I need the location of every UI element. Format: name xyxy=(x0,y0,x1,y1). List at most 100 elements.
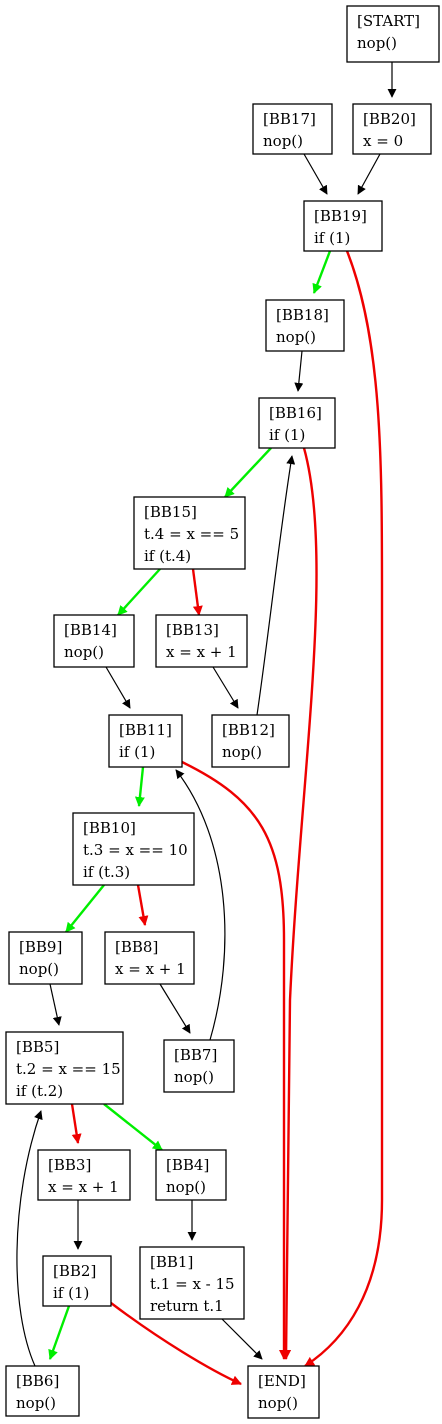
fallthrough-edge-bb18-to-bb16 xyxy=(294,350,304,392)
node-box-bb10 xyxy=(72,812,195,886)
node-bb15: [BB15]t.4 = x == 5if (t.4) xyxy=(133,496,246,570)
node-code-line-bb18: nop() xyxy=(276,328,316,346)
node-box-bb15 xyxy=(133,496,246,570)
node-box-bb17 xyxy=(252,103,333,155)
node-box-bb20 xyxy=(352,103,432,155)
false-edge-bb11-to-end xyxy=(181,760,289,1360)
node-label-bb13: [BB13] xyxy=(166,621,219,639)
false-edge-bb10-to-bb8 xyxy=(136,884,149,926)
node-layer: [START] nop() [BB17] nop() [BB20]x = 0 [BB19]… xyxy=(5,5,440,1419)
node-label-bb20: [BB20] xyxy=(363,110,416,128)
node-code-line-bb5: if (t.2) xyxy=(16,1082,63,1100)
node-label-bb18: [BB18] xyxy=(276,306,329,324)
node-label-start: [START] xyxy=(357,12,420,30)
node-box-bb3 xyxy=(37,1149,131,1201)
node-box-bb11 xyxy=(108,714,183,768)
node-bb5: [BB5] t.2 = x == 15 if (t.2) xyxy=(5,1031,124,1105)
node-bb8: [BB8] x = x + 1 xyxy=(104,931,195,985)
node-code-line-bb5: t.2 = x == 15 xyxy=(16,1060,121,1078)
fallthrough-edge-bb7-to-bb11 xyxy=(175,769,226,1041)
node-code-line-bb1: t.1 = x - 15 xyxy=(150,1275,235,1293)
node-label-bb2: [BB2] xyxy=(53,1262,96,1280)
node-box-end xyxy=(247,1365,320,1419)
true-edge-bb2-to-bb6 xyxy=(48,1305,71,1360)
node-bb13: [BB13] x = x + 1 xyxy=(155,614,248,668)
node-box-bb9 xyxy=(8,931,83,985)
node-bb17: [BB17] nop() xyxy=(252,103,333,155)
true-edge-bb5-to-bb4 xyxy=(103,1103,163,1151)
node-box-bb12 xyxy=(211,714,290,768)
node-bb3: [BB3]x = x + 1 xyxy=(37,1149,131,1201)
node-box-bb13 xyxy=(155,614,248,668)
node-box-bb4 xyxy=(155,1149,227,1201)
node-code-line-bb9: nop() xyxy=(19,960,59,978)
node-box-bb14 xyxy=(53,614,135,668)
node-code-line-bb13: x = x + 1 xyxy=(166,643,237,661)
node-label-bb1: [BB1] xyxy=(150,1253,193,1271)
node-box-bb5 xyxy=(5,1031,124,1105)
node-label-bb9: [BB9] xyxy=(19,938,62,956)
true-edge-bb16-to-bb15 xyxy=(224,447,272,498)
node-code-line-start: nop() xyxy=(357,34,397,52)
fallthrough-edge-bb20-to-bb19 xyxy=(357,153,381,195)
true-edge-bb10-to-bb9 xyxy=(65,884,105,933)
node-label-bb12: [BB12] xyxy=(222,721,275,739)
node-code-line-bb4: nop() xyxy=(166,1178,206,1196)
node-box-bb6 xyxy=(5,1365,80,1417)
node-end: [END] nop() xyxy=(247,1365,320,1419)
node-bb1: [BB1] t.1 = x - 15 return t.1 xyxy=(139,1246,245,1320)
fallthrough-edge-bb9-to-bb5 xyxy=(49,983,62,1026)
node-label-bb3: [BB3] xyxy=(48,1156,91,1174)
node-code-line-bb10: if (t.3) xyxy=(83,863,130,881)
fallthrough-edge-bb1-to-end xyxy=(221,1318,263,1360)
false-edge-bb19-to-end xyxy=(304,250,384,1368)
node-label-bb19: [BB19] xyxy=(314,207,367,225)
node-label-bb8: [BB8] xyxy=(115,938,158,956)
node-box-bb7 xyxy=(163,1039,235,1093)
node-bb6: [BB6] nop() xyxy=(5,1365,80,1417)
fallthrough-edge-bb12-to-bb16 xyxy=(256,455,296,716)
node-code-line-bb12: nop() xyxy=(222,743,262,761)
node-code-line-end: nop() xyxy=(258,1394,298,1412)
node-code-line-bb2: if (1) xyxy=(53,1284,89,1302)
false-edge-bb15-to-bb13 xyxy=(191,568,203,616)
node-label-end: [END] xyxy=(258,1372,306,1390)
node-code-line-bb14: nop() xyxy=(64,643,104,661)
node-code-line-bb1: return t.1 xyxy=(150,1297,224,1315)
node-box-bb1 xyxy=(139,1246,245,1320)
node-code-line-bb15: if (t.4) xyxy=(144,547,191,565)
node-code-line-bb8: x = x + 1 xyxy=(115,960,186,978)
fallthrough-edge-bb6-to-bb5 xyxy=(16,1110,43,1367)
node-bb2: [BB2] if (1) xyxy=(42,1255,112,1307)
node-label-bb5: [BB5] xyxy=(16,1038,59,1056)
node-bb7: [BB7]nop() xyxy=(163,1039,235,1093)
node-code-line-bb10: t.3 = x == 10 xyxy=(83,841,188,859)
fallthrough-edge-bb14-to-bb11 xyxy=(105,666,131,709)
node-bb9: [BB9] nop() xyxy=(8,931,83,985)
node-label-bb6: [BB6] xyxy=(16,1372,59,1390)
node-code-line-bb6: nop() xyxy=(16,1394,56,1412)
node-label-bb7: [BB7] xyxy=(174,1046,217,1064)
node-bb14: [BB14]nop() xyxy=(53,614,135,668)
node-code-line-bb19: if (1) xyxy=(314,229,350,247)
node-label-bb11: [BB11] xyxy=(119,721,172,739)
node-label-bb4: [BB4] xyxy=(166,1156,209,1174)
false-edge-bb5-to-bb3 xyxy=(70,1103,82,1144)
true-edge-bb11-to-bb10 xyxy=(134,766,145,807)
node-bb18: [BB18] nop() xyxy=(265,299,345,352)
fallthrough-edge-bb13-to-bb12 xyxy=(212,666,239,709)
false-edge-bb2-to-end xyxy=(110,1302,242,1386)
true-edge-bb19-to-bb18 xyxy=(312,250,332,294)
false-edge-bb16-to-end xyxy=(281,447,318,1360)
node-code-line-bb17: nop() xyxy=(263,132,303,150)
fallthrough-edge-bb17-to-bb19 xyxy=(303,153,328,195)
node-bb20: [BB20]x = 0 xyxy=(352,103,432,155)
node-label-bb17: [BB17] xyxy=(263,110,316,128)
node-box-start xyxy=(346,5,440,63)
node-label-bb16: [BB16] xyxy=(269,404,322,422)
node-bb19: [BB19] if (1) xyxy=(303,200,383,252)
node-code-line-bb16: if (1) xyxy=(269,426,305,444)
node-bb11: [BB11]if (1) xyxy=(108,714,183,768)
node-bb16: [BB16] if (1) xyxy=(258,397,336,449)
